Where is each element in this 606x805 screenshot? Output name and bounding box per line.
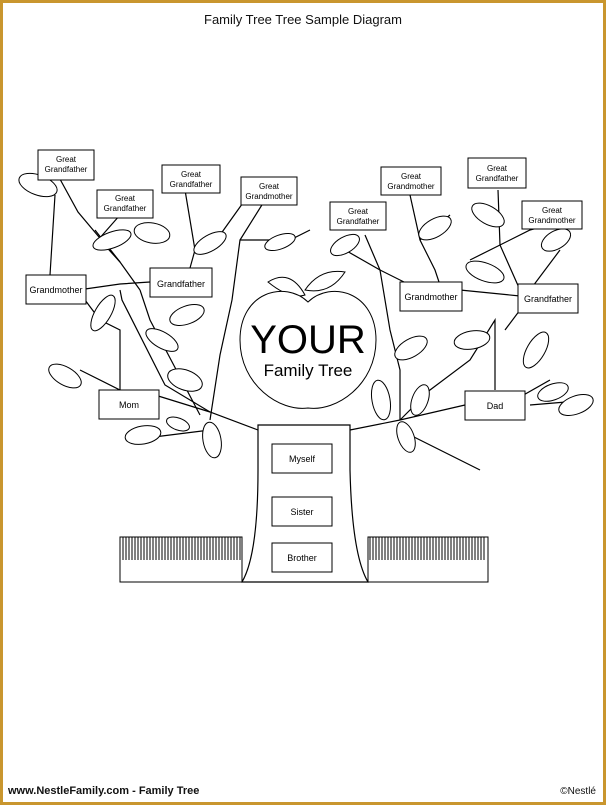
ground-left bbox=[119, 536, 243, 583]
svg-text:Grandfather: Grandfather bbox=[337, 217, 380, 226]
apple: YOUR Family Tree bbox=[239, 270, 377, 409]
box-great-grandmother-3: Great Grandmother bbox=[521, 200, 583, 230]
footer-copyright: ©Nestlé bbox=[560, 786, 596, 797]
svg-text:Great: Great bbox=[401, 172, 422, 181]
box-grandmother-right: Grandmother bbox=[399, 281, 463, 312]
box-sister: Sister bbox=[271, 496, 333, 527]
apple-subtitle: Family Tree bbox=[264, 361, 353, 380]
page-title: Family Tree Tree Sample Diagram bbox=[204, 12, 402, 27]
ground-right bbox=[367, 536, 489, 583]
svg-text:Great: Great bbox=[115, 194, 136, 203]
box-great-grandmother-2: Great Grandmother bbox=[380, 166, 442, 196]
svg-text:Grandfather: Grandfather bbox=[157, 279, 205, 289]
svg-text:Great: Great bbox=[181, 170, 202, 179]
box-brother: Brother bbox=[271, 542, 333, 573]
svg-text:Great: Great bbox=[56, 155, 77, 164]
svg-text:Grandmother: Grandmother bbox=[528, 216, 575, 225]
svg-text:Mom: Mom bbox=[119, 400, 139, 410]
svg-text:Grandmother: Grandmother bbox=[29, 285, 82, 295]
svg-text:Dad: Dad bbox=[487, 401, 504, 411]
box-great-grandfather-2: Great Grandfather bbox=[96, 189, 154, 219]
svg-text:Grandfather: Grandfather bbox=[45, 165, 88, 174]
svg-text:Sister: Sister bbox=[290, 507, 313, 517]
svg-text:Myself: Myself bbox=[289, 454, 316, 464]
svg-text:Brother: Brother bbox=[287, 553, 317, 563]
svg-text:Great: Great bbox=[259, 182, 280, 191]
box-dad: Dad bbox=[464, 390, 526, 421]
box-grandfather-left: Grandfather bbox=[149, 267, 213, 298]
svg-text:Grandmother: Grandmother bbox=[245, 192, 292, 201]
svg-text:Great: Great bbox=[542, 206, 563, 215]
box-great-grandfather-3: Great Grandfather bbox=[161, 164, 221, 194]
box-grandmother-left: Grandmother bbox=[25, 274, 87, 305]
svg-text:Great: Great bbox=[348, 207, 369, 216]
svg-text:Grandmother: Grandmother bbox=[387, 182, 434, 191]
box-myself: Myself bbox=[271, 443, 333, 474]
leaves bbox=[18, 172, 594, 459]
svg-text:Great: Great bbox=[487, 164, 508, 173]
box-grandfather-right: Grandfather bbox=[517, 283, 579, 314]
box-great-grandfather-5: Great Grandfather bbox=[467, 157, 527, 189]
svg-text:Grandfather: Grandfather bbox=[524, 294, 572, 304]
svg-text:Grandmother: Grandmother bbox=[404, 292, 457, 302]
apple-title: YOUR bbox=[250, 318, 366, 362]
footer-credit: www.NestleFamily.com - Family Tree bbox=[8, 785, 200, 797]
box-great-grandmother-1: Great Grandmother bbox=[240, 176, 298, 206]
svg-text:Grandfather: Grandfather bbox=[104, 204, 147, 213]
box-mom: Mom bbox=[98, 389, 160, 420]
box-great-grandfather-1: Great Grandfather bbox=[37, 149, 95, 181]
svg-text:Grandfather: Grandfather bbox=[170, 180, 213, 189]
svg-text:Grandfather: Grandfather bbox=[476, 174, 519, 183]
box-great-grandfather-4: Great Grandfather bbox=[329, 201, 387, 231]
